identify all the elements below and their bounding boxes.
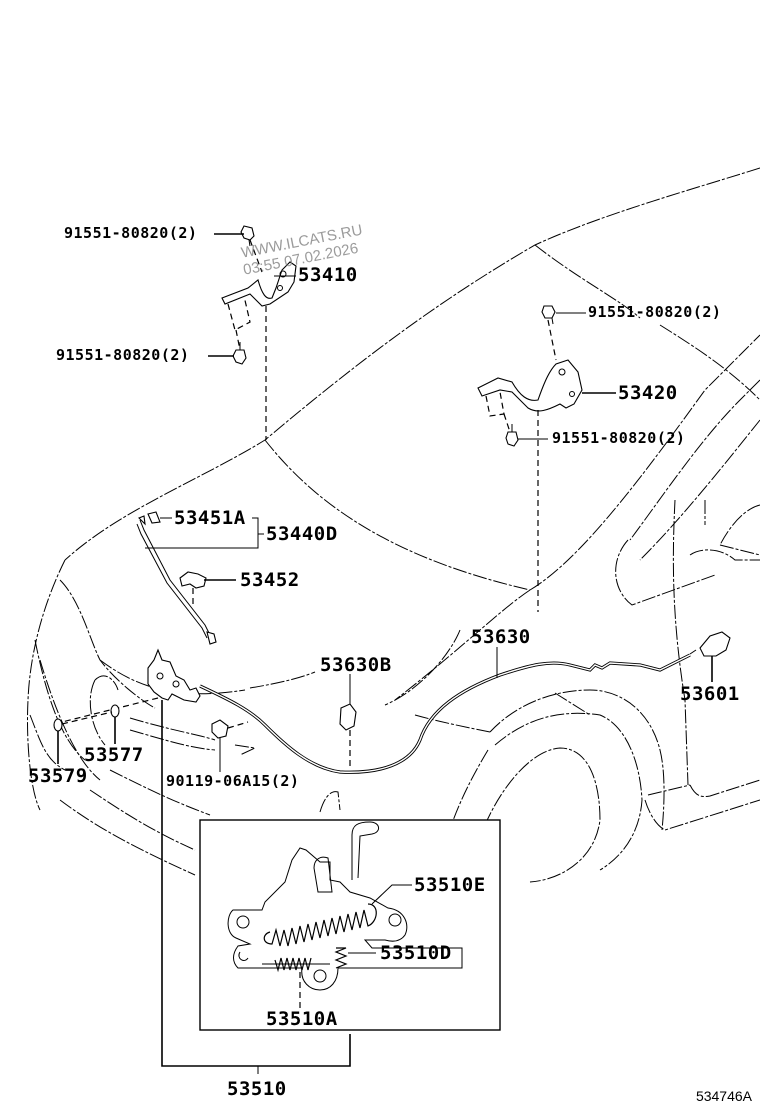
support-rod-holder [148, 512, 160, 523]
part-label-bolt-lh-upper[interactable]: 91551-80820(2) [64, 226, 197, 241]
part-label-spring-d[interactable]: 53510D [380, 944, 452, 963]
part-label-support-clamp[interactable]: 53452 [240, 571, 300, 590]
part-label-bolt-rh-lower[interactable]: 91551-80820(2) [552, 431, 685, 446]
part-label-cable-clamp[interactable]: 53630B [320, 656, 392, 675]
release-cable [200, 655, 690, 772]
part-label-spring-e[interactable]: 53510E [414, 876, 486, 895]
figure-number: 534746A [696, 1088, 752, 1104]
part-label-release-cable[interactable]: 53630 [471, 628, 531, 647]
cushion-53577 [111, 705, 119, 717]
part-label-hinge-lh[interactable]: 53410 [298, 266, 358, 285]
part-label-bolt-rh-upper[interactable]: 91551-80820(2) [588, 305, 721, 320]
release-lever [690, 632, 730, 656]
part-label-release-lever[interactable]: 53601 [680, 685, 740, 704]
cushion-53579 [54, 712, 112, 731]
part-label-cushion-53579[interactable]: 53579 [28, 767, 88, 786]
support-rod-clamp [180, 572, 206, 606]
cable-clamp [340, 704, 356, 770]
part-label-lock-bolt[interactable]: 90119-06A15(2) [166, 774, 299, 789]
part-label-bolt-lh-lower[interactable]: 91551-80820(2) [56, 348, 189, 363]
part-label-support-rod-set[interactable]: 53440D [266, 525, 338, 544]
hood-lock-assembly [62, 650, 200, 722]
part-label-hinge-rh[interactable]: 53420 [618, 384, 678, 403]
part-label-cushion-53577[interactable]: 53577 [84, 746, 144, 765]
hood-lock-detail-inset [200, 820, 500, 1030]
bolt-icon-rh-lower [506, 424, 518, 446]
part-label-support-holder[interactable]: 53451A [174, 509, 246, 528]
lock-bolt-icon [212, 720, 248, 738]
hood-hinge-rh [478, 320, 582, 612]
part-label-spring-a[interactable]: 53510A [266, 1010, 338, 1029]
part-label-hood-lock[interactable]: 53510 [227, 1080, 287, 1099]
bolt-icon-lh-lower [233, 342, 246, 364]
